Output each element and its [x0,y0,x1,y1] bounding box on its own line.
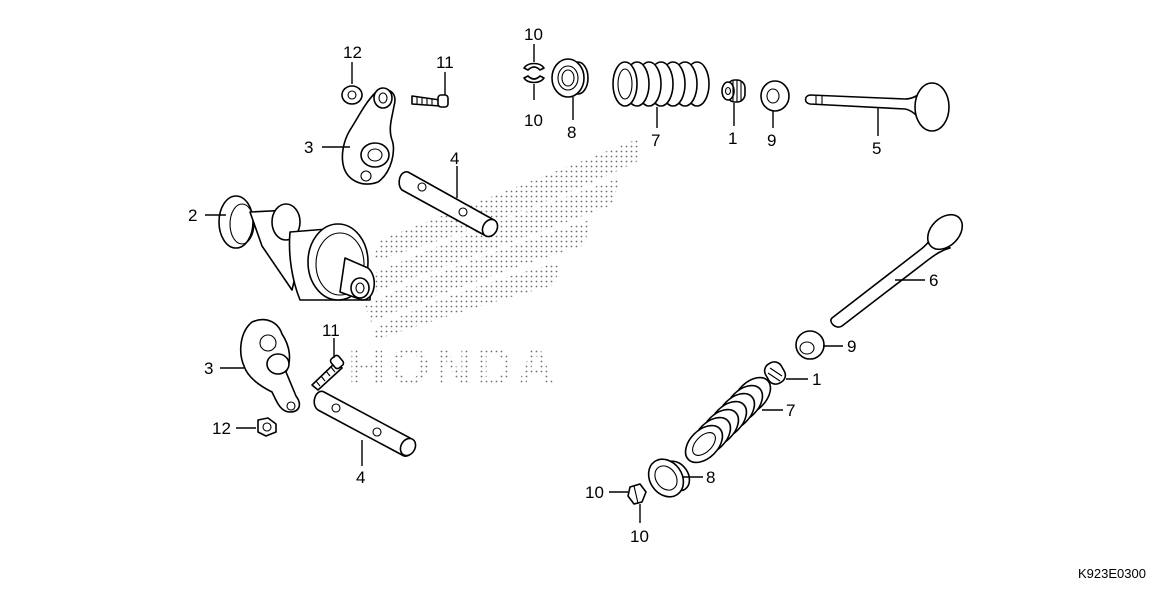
honda-wing-watermark [365,138,640,340]
part-1-stem-seal-lower[interactable] [762,359,789,387]
callout-3-upper: 3 [304,138,313,157]
callout-7-upper: 7 [651,131,660,150]
callout-8-lower: 8 [706,468,715,487]
part-7-spring-upper[interactable] [612,61,710,107]
part-12-nut-upper[interactable] [341,85,363,105]
part-10-cotters-upper[interactable] [523,62,545,84]
callout-6: 6 [929,271,938,290]
honda-logo-watermark: HONDA [348,338,559,396]
part-2-camshaft[interactable] [218,195,375,301]
part-8-retainer-upper[interactable] [551,58,589,98]
honda-text: HONDA [348,338,559,396]
callout-9-lower: 9 [847,337,856,356]
part-11-adjusting-screw-upper[interactable] [411,94,449,108]
callout-1-lower: 1 [812,370,821,389]
part-12-nut-lower[interactable] [257,417,277,437]
callout-10-upper-bottom: 10 [524,111,543,130]
part-11-adjusting-screw-lower[interactable] [311,354,345,391]
part-6-exhaust-valve[interactable] [830,208,969,328]
callout-11-upper: 11 [436,53,454,72]
callout-10-upper-top: 10 [524,25,543,44]
diagram-code: K923E0300 [1078,566,1146,581]
callout-8-upper: 8 [567,123,576,142]
callout-3-lower: 3 [204,359,213,378]
part-4-rocker-shaft-lower[interactable] [313,390,418,458]
callout-2: 2 [188,206,197,225]
part-9-spring-seat-upper[interactable] [760,80,790,112]
part-4-rocker-shaft-upper[interactable] [398,171,500,239]
part-10-cotters-lower[interactable] [627,483,647,505]
callout-12-lower: 12 [212,419,231,438]
callout-4-upper: 4 [450,149,459,168]
callout-7-lower: 7 [786,401,795,420]
callout-9-upper: 9 [767,131,776,150]
part-8-retainer-lower[interactable] [641,452,695,503]
callout-11-lower: 11 [322,321,340,340]
part-3-rocker-arm-upper[interactable] [341,87,396,185]
part-7-spring-lower[interactable] [679,371,778,470]
part-1-stem-seal-upper[interactable] [721,79,746,103]
callout-10-lower-left: 10 [585,483,604,502]
part-9-spring-seat-lower[interactable] [795,330,825,360]
callout-10-lower-bottom: 10 [630,527,649,546]
callout-1-upper: 1 [728,129,737,148]
callout-5: 5 [872,139,881,158]
part-3-rocker-arm-lower[interactable] [239,318,301,413]
part-5-intake-valve[interactable] [804,82,950,132]
callout-4-lower: 4 [356,468,365,487]
callout-12-upper: 12 [343,43,362,62]
